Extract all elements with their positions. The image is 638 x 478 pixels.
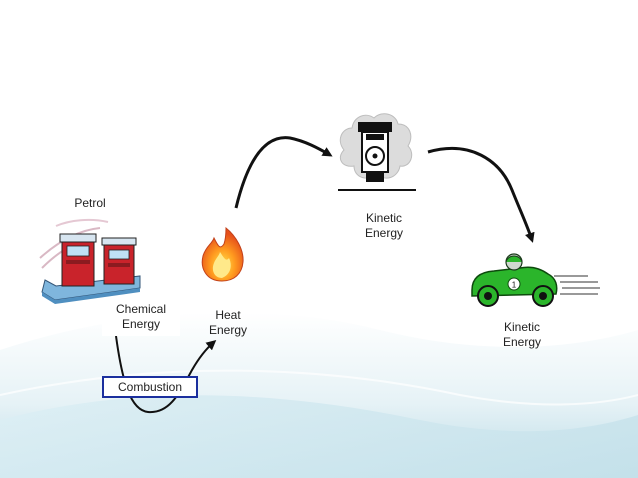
heat-energy-label: Heat Energy — [208, 308, 248, 337]
combustion-label: Combustion — [117, 380, 183, 394]
petrol-label: Petrol — [52, 195, 128, 212]
kinetic-energy-engine-label: Kinetic Energy — [364, 211, 404, 240]
chemical-energy-label: Chemical Energy — [102, 301, 180, 336]
svg-text:1: 1 — [512, 281, 517, 290]
arrow-engine-to-car — [427, 146, 535, 243]
arrow-heat-to-engine — [234, 136, 333, 209]
combustion-box: Combustion — [102, 376, 198, 398]
kinetic-energy-car-label: Kinetic Energy — [502, 320, 542, 349]
